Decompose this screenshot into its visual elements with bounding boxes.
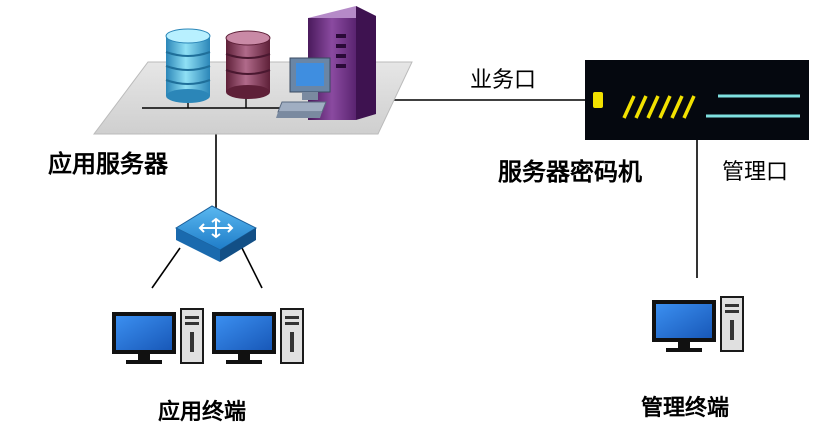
- link-switch-terminal-left: [151, 247, 181, 289]
- hsm-device-icon: [585, 60, 809, 140]
- computer-icon: [112, 308, 204, 364]
- mgmt-terminal-label: 管理终端: [641, 396, 730, 421]
- app-server-cluster: [93, 6, 413, 135]
- computer-icon: [212, 308, 304, 364]
- app-server-label: 应用服务器: [48, 150, 168, 178]
- database-icon: [225, 30, 271, 99]
- workstation-icon: [276, 57, 331, 118]
- database-icon: [165, 28, 211, 103]
- computer-icon: [652, 296, 744, 352]
- hsm-label: 服务器密码机: [498, 158, 642, 186]
- connection-lines: [151, 99, 698, 289]
- switch-icon: [174, 205, 258, 262]
- link-switch-terminal-right: [241, 247, 263, 289]
- business-port-label: 业务口: [470, 68, 537, 93]
- mgmt-port-label: 管理口: [722, 160, 789, 185]
- app-terminal-label: 应用终端: [158, 400, 247, 425]
